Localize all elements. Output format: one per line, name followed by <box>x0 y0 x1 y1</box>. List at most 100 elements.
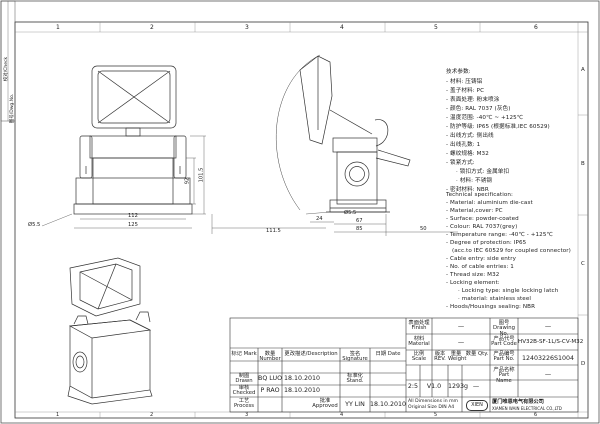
spec-cn-line: - 防护等级: IP65 (根据标准,IEC 60529) <box>446 124 550 130</box>
col-marker-3: 3 <box>245 24 249 31</box>
spec-en-line: - Locking element: <box>446 280 500 286</box>
spec-cn-line: - 出线方式: 侧出线 <box>446 133 494 139</box>
tb-mark-header: 标记 Mark <box>231 351 257 357</box>
spec-en-line: · Locking type: single locking latch <box>458 288 559 294</box>
company-logo: XIEN <box>466 400 488 411</box>
spec-en-line: - Hoods/Housings sealing: NBR <box>446 304 536 310</box>
dim-hole-right: Ø5.5 <box>344 210 357 216</box>
tb-drawn-label: 制图 Drawn <box>235 373 253 385</box>
tb-weight-value: 1293g <box>448 383 469 390</box>
col-marker-bottom-4: 4 <box>340 412 344 418</box>
col-marker-4: 4 <box>340 24 344 31</box>
dim-85: 85 <box>356 226 363 232</box>
tb-stand-label: 标准化 Stand. <box>346 373 364 385</box>
tb-part-name-label: 产品名称 Part Name <box>493 367 515 384</box>
col-marker-bottom-2: 2 <box>150 412 154 418</box>
spec-en-line: - Material: aluminium die-cast <box>446 200 533 206</box>
tb-finish-label: 表面处理 Finish <box>408 320 430 332</box>
col-marker-bottom-6: 6 <box>534 412 538 418</box>
tb-approved-date: 18.10.2010 <box>370 401 407 408</box>
col-marker-1: 1 <box>56 24 60 31</box>
tb-drawn-date: 18.10.2010 <box>283 375 321 382</box>
tb-scale-label: 比例 Scale <box>411 351 427 363</box>
spec-cn-title: 技术参数: <box>446 69 471 75</box>
tb-checked-name: P RAO <box>260 387 280 394</box>
tb-signature-header: 签名 Signature <box>342 351 368 363</box>
spec-en-line: · material: stainless steel <box>458 296 532 302</box>
tb-rev-value: V1.0 <box>426 383 442 390</box>
tb-part-name-value: — <box>544 371 552 378</box>
tb-part-code-value: HV32B-SF-1L/S-CV-M32 <box>518 339 584 345</box>
tb-drawn-name: BQ LUO <box>258 375 283 382</box>
spec-en-line: - Cable entry: side entry <box>446 256 517 262</box>
tb-part-code-label: 产品代号 Part Code <box>491 336 517 348</box>
spec-en-line: - No. of cable entries: 1 <box>446 264 514 270</box>
col-marker-5: 5 <box>434 24 438 31</box>
row-marker-b: B <box>581 161 585 167</box>
tb-qty-label: 数量 Qty. <box>465 351 489 357</box>
tb-size-note: Original Size DIN A4 <box>408 405 455 410</box>
spec-cn-line: - 表面处理: 粉末喷涂 <box>446 97 500 103</box>
tb-date-header: 日期 Date <box>375 351 401 357</box>
tb-part-no-value: 12403226S1004 <box>521 355 575 362</box>
row-marker-d: D <box>581 361 586 367</box>
tb-approved-name: YY LIN <box>345 401 365 408</box>
col-marker-bottom-3: 3 <box>245 412 249 418</box>
spec-en-line: - Thread size: M32 <box>446 272 500 278</box>
spec-cn-line: · 锁扣方式: 金属单扣 <box>456 169 510 175</box>
tb-material-value: — <box>457 339 465 346</box>
dim-125: 125 <box>128 222 138 228</box>
stamp-check-label: 校对/Check <box>3 56 9 82</box>
stamp-dwg-label: 图号/Dwg.No. <box>9 93 15 124</box>
tb-material-label: 材料 Material <box>408 336 430 348</box>
spec-cn-line: - 锁紧方式: <box>446 160 475 166</box>
tb-drawing-no-label: 图号 Drawing No. <box>492 320 516 337</box>
spec-cn-line: - 螺纹规格: M32 <box>446 151 489 157</box>
spec-cn-line: · 材料: 不锈钢 <box>456 178 493 184</box>
dim-50: 50 <box>420 226 427 232</box>
spec-cn-line: - 材料: 压铸铝 <box>446 79 483 85</box>
company-name-cn: 厦门唯恩电气有限公司 <box>492 399 544 405</box>
tb-scale-value: 2:5 <box>407 383 419 390</box>
spec-en-line: - Degree of protection: IP65 <box>446 240 527 246</box>
spec-en-line: - Material,cover: PC <box>446 208 503 214</box>
row-marker-a: A <box>581 67 585 73</box>
spec-cn-line: - 颜色: RAL 7037 (灰色) <box>446 106 511 112</box>
tb-weight-label: 重量 Weight <box>448 351 467 363</box>
tb-finish-value: — <box>457 323 465 330</box>
company-name-en: XIAMEN WAIN ELECTRICAL CO.,LTD <box>492 406 562 411</box>
tb-rev-label: 版本 REV. <box>434 351 446 363</box>
tb-dims-note: All Dimensions in mm <box>408 399 459 404</box>
dim-67: 67 <box>356 218 363 224</box>
spec-en-line: - Colour: RAL 7037(grey) <box>446 224 518 230</box>
tb-number-header: 数量 Number <box>259 351 281 363</box>
tb-part-no-label: 产品编号 Part No. <box>493 351 515 363</box>
col-marker-bottom-5: 5 <box>434 412 438 418</box>
spec-en-title: Technical specification: <box>446 192 514 198</box>
tb-qty-value: — <box>472 383 480 390</box>
col-marker-2: 2 <box>150 24 154 31</box>
tb-checked-label: 审核 Checked <box>232 385 256 397</box>
company-logo-text: XIEN <box>471 402 483 408</box>
dim-hole-left: Ø5.5 <box>28 222 41 228</box>
row-marker-c: C <box>581 261 585 267</box>
dim-111-5: 111.5 <box>266 228 281 234</box>
col-marker-6: 6 <box>534 24 538 31</box>
tb-checked-date: 18.10.2010 <box>283 387 321 394</box>
spec-en-line: - Temperature range: -40℃ - +125℃ <box>446 232 553 238</box>
spec-cn-line: - 密封材料: NBR <box>446 187 489 193</box>
tb-description-header: 更改描述/Description <box>284 351 338 357</box>
spec-en-line: (acc.to IEC 60529 for coupled connector) <box>452 248 571 254</box>
spec-cn-line: - 出线孔数: 1 <box>446 142 481 148</box>
tb-drawing-no-value: — <box>544 323 552 330</box>
dim-101-5: 101.5 <box>198 167 205 183</box>
col-marker-bottom-1: 1 <box>56 412 60 418</box>
dim-24: 24 <box>316 216 323 222</box>
tb-approved-label: 批准 Approved <box>312 398 338 410</box>
spec-cn-line: - 温度范围: -40℃ ~ +125℃ <box>446 115 524 121</box>
dim-92: 92 <box>184 177 191 185</box>
spec-en-line: - Surface: powder-coated <box>446 216 519 222</box>
tb-process-label: 工艺 Process <box>233 398 255 410</box>
